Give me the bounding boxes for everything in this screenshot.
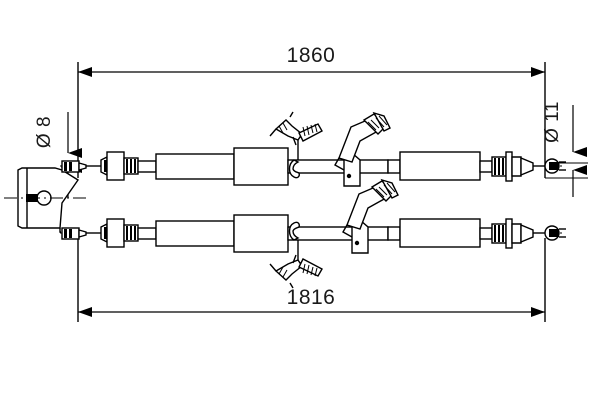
lower-nipple-rib-2 bbox=[69, 229, 72, 238]
upper-tube-right-step bbox=[479, 160, 493, 173]
upper-nipple-taper bbox=[78, 162, 87, 171]
diameter-left-label: Ø 8 bbox=[34, 116, 55, 148]
upper-tube-right-body bbox=[399, 151, 481, 181]
lower-mounting-bracket bbox=[342, 178, 399, 254]
bottom-dimension-group: 1816 bbox=[77, 238, 546, 322]
upper-ball-hatch bbox=[549, 162, 559, 170]
lower-tube-right-body bbox=[399, 218, 481, 248]
upper-bracket-foot bbox=[334, 157, 345, 171]
top-dimension-group: 1860 bbox=[77, 44, 546, 178]
upper-bracket-hatching bbox=[367, 115, 388, 131]
lower-right-terminal bbox=[491, 218, 566, 249]
upper-collar-rib-2 bbox=[498, 158, 500, 175]
bottom-dimension-label: 1816 bbox=[287, 286, 336, 309]
lower-bracket-tip bbox=[380, 178, 399, 199]
upper-clip-hatching bbox=[278, 122, 318, 137]
lower-ball-hatch bbox=[549, 229, 559, 237]
lower-clip-wing-left bbox=[274, 259, 303, 281]
lower-nipple-taper bbox=[78, 229, 87, 238]
upper-clip-wing-left bbox=[274, 119, 303, 141]
upper-outer-tube-right bbox=[387, 151, 493, 181]
right-diameter-group: Ø 11 bbox=[542, 101, 588, 197]
lower-bracket-foot bbox=[342, 224, 353, 238]
upper-nipple-rib-1 bbox=[64, 162, 67, 171]
lower-outer-tube-right bbox=[387, 218, 493, 248]
lower-tube-left-neck bbox=[137, 227, 157, 240]
upper-clip-hook bbox=[288, 159, 300, 179]
lower-outer-tube-left bbox=[137, 220, 235, 247]
upper-collar-body bbox=[106, 151, 125, 181]
upper-ferrule-rib-1 bbox=[126, 159, 128, 173]
upper-collar-rib-1 bbox=[494, 158, 496, 175]
lower-clip-tail bbox=[269, 263, 277, 272]
upper-tube-left-neck bbox=[137, 160, 157, 173]
lower-tube-right-step bbox=[479, 227, 493, 240]
lower-clip-hatching bbox=[278, 263, 318, 278]
diameter-right-label: Ø 11 bbox=[542, 101, 563, 143]
upper-bracket-bolt-hole bbox=[346, 173, 352, 179]
upper-outer-tube-left bbox=[137, 153, 235, 180]
upper-fitting-barrel bbox=[511, 156, 522, 177]
lower-tube-right-neck bbox=[387, 226, 401, 241]
upper-end-nipple bbox=[61, 160, 101, 173]
upper-collar-hatch bbox=[104, 160, 107, 172]
lower-collar-body bbox=[106, 218, 125, 248]
lower-ferrule-rib-3 bbox=[134, 226, 136, 240]
upper-tube-left-body bbox=[155, 153, 235, 180]
lower-collar-block bbox=[100, 218, 139, 248]
upper-clip-marks bbox=[289, 111, 297, 146]
lower-tube-left-body bbox=[155, 220, 235, 247]
upper-tube-right-neck bbox=[387, 159, 401, 174]
upper-clip-tail bbox=[269, 128, 277, 137]
lower-collar-rib-3 bbox=[502, 225, 504, 242]
lower-clip-hook bbox=[288, 221, 300, 241]
lower-ferrule-rib-1 bbox=[126, 226, 128, 240]
upper-retainer-clip bbox=[269, 111, 323, 179]
lower-clip-wing-right bbox=[298, 258, 323, 277]
upper-clip-wing-right bbox=[298, 123, 323, 142]
upper-mounting-bracket bbox=[334, 111, 391, 187]
upper-collar-flange bbox=[505, 151, 513, 182]
upper-ferrule-rib-3 bbox=[134, 159, 136, 173]
upper-ferrule-rib-2 bbox=[130, 159, 132, 173]
lower-collar-rib-2 bbox=[498, 225, 500, 242]
lower-conical-fitting bbox=[520, 223, 534, 244]
lower-clip-marks bbox=[289, 254, 297, 289]
lower-bracket-bolt-hole bbox=[354, 240, 360, 246]
lower-ferrule-rib-2 bbox=[130, 226, 132, 240]
upper-collar-block bbox=[100, 151, 139, 181]
equalizer-bracket-plate bbox=[4, 165, 88, 233]
lower-mid-block bbox=[233, 214, 289, 253]
lower-fitting-barrel bbox=[511, 223, 522, 244]
lower-end-nipple bbox=[61, 227, 101, 240]
lower-collar-hatch bbox=[104, 227, 107, 239]
lower-nipple-rib-1 bbox=[64, 229, 67, 238]
upper-nipple-rib-2 bbox=[69, 162, 72, 171]
upper-bracket-tip bbox=[372, 111, 391, 132]
upper-cable-assembly bbox=[60, 111, 566, 187]
upper-collar-rib-3 bbox=[502, 158, 504, 175]
upper-right-terminal bbox=[491, 151, 566, 182]
lower-cable-sleeve bbox=[287, 226, 389, 241]
upper-conical-fitting bbox=[520, 156, 534, 177]
lower-collar-rib-1 bbox=[494, 225, 496, 242]
top-dimension-label: 1860 bbox=[287, 44, 336, 67]
lower-bracket-hatching bbox=[375, 182, 396, 198]
lower-retainer-clip bbox=[269, 221, 323, 289]
lower-cable-assembly bbox=[60, 178, 566, 289]
upper-mid-block bbox=[233, 147, 289, 186]
lower-collar-flange bbox=[505, 218, 513, 249]
